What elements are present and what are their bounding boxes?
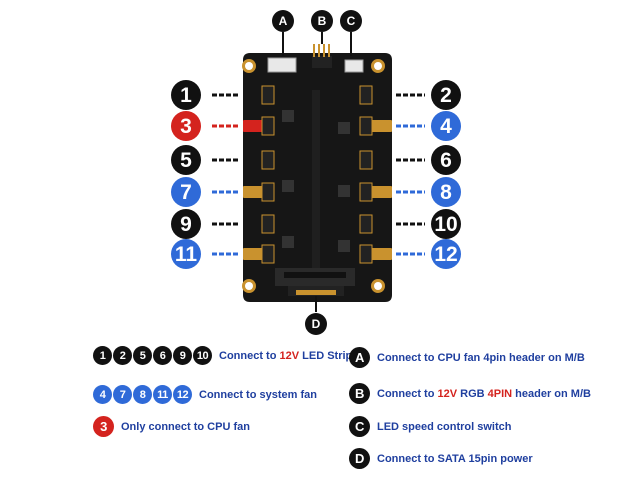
legend-ball: 10 xyxy=(193,346,212,365)
legend-ball: 1 xyxy=(93,346,112,365)
port-label-1: 1 xyxy=(171,80,201,110)
port-label-2: 2 xyxy=(431,80,461,110)
legend-ball: 4 xyxy=(93,385,112,404)
port-right-2 xyxy=(359,85,425,105)
port-left-11 xyxy=(212,244,275,264)
legend-text: Connect to SATA 15pin power xyxy=(377,452,533,465)
port-number-11: 11 xyxy=(175,243,198,266)
connector-marker-d: D xyxy=(305,296,327,335)
port-number-7: 7 xyxy=(180,181,192,204)
port-label-7: 7 xyxy=(171,177,201,207)
port-right-6 xyxy=(359,150,425,170)
legend-right-row-b: B Connect to 12V RGB 4PIN header on M/B xyxy=(349,383,591,404)
port-number-9: 9 xyxy=(180,213,192,236)
legend-right-row-c: C LED speed control switch xyxy=(349,416,511,437)
connector-marker-c: C xyxy=(340,10,362,56)
legend-ball: 5 xyxy=(133,346,152,365)
port-number-8: 8 xyxy=(440,181,452,204)
port-right-8 xyxy=(359,182,425,202)
port-number-2: 2 xyxy=(440,84,452,107)
legend-text: Only connect to CPU fan xyxy=(121,420,250,433)
legend-text: Connect to system fan xyxy=(199,388,317,401)
port-label-10: 10 xyxy=(431,209,461,239)
port-label-3: 3 xyxy=(171,111,201,141)
connector-letter-d: D xyxy=(312,317,321,331)
port-label-11: 11 xyxy=(171,239,201,269)
port-left-3 xyxy=(212,116,275,136)
pcb-board xyxy=(242,44,392,302)
legend-ball: 11 xyxy=(153,385,172,404)
legend-letter: D xyxy=(349,448,370,469)
legend-letter: B xyxy=(349,383,370,404)
legend-letter: C xyxy=(349,416,370,437)
port-label-9: 9 xyxy=(171,209,201,239)
legend-text: Connect to 12V RGB 4PIN header on M/B xyxy=(377,387,591,400)
port-number-12: 12 xyxy=(434,243,457,266)
legend-letter: A xyxy=(349,347,370,368)
port-label-8: 8 xyxy=(431,177,461,207)
connector-b-pins xyxy=(312,56,332,68)
connector-a-housing xyxy=(267,57,297,73)
connector-marker-a: A xyxy=(272,10,294,56)
port-number-3: 3 xyxy=(180,115,192,138)
port-label-6: 6 xyxy=(431,145,461,175)
legend-ball: 12 xyxy=(173,385,192,404)
legend-text: LED speed control switch xyxy=(377,420,512,433)
port-number-1: 1 xyxy=(180,84,192,107)
port-number-10: 10 xyxy=(434,213,457,236)
legend-ball: 8 xyxy=(133,385,152,404)
connector-letter-c: C xyxy=(347,14,356,28)
legend-ball: 2 xyxy=(113,346,132,365)
legend-text: Connect to CPU fan 4pin header on M/B xyxy=(377,351,585,364)
legend-left-row: 3 Only connect to CPU fan xyxy=(93,416,250,437)
legend-ball: 6 xyxy=(153,346,172,365)
port-left-5 xyxy=(212,150,275,170)
connector-c-switch xyxy=(344,59,364,73)
port-label-12: 12 xyxy=(431,239,461,269)
legend-right-row-d: D Connect to SATA 15pin power xyxy=(349,448,533,469)
port-number-5: 5 xyxy=(180,149,192,172)
connector-letter-a: A xyxy=(279,14,288,28)
mount-hole xyxy=(245,62,253,70)
connector-letter-b: B xyxy=(318,14,327,28)
legend-ball: 7 xyxy=(113,385,132,404)
port-right-10 xyxy=(359,214,425,234)
port-number-4: 4 xyxy=(440,115,452,138)
port-right-4 xyxy=(359,116,425,136)
port-right-12 xyxy=(359,244,425,264)
mount-hole xyxy=(374,282,382,290)
port-left-7 xyxy=(212,182,275,202)
port-number-6: 6 xyxy=(440,149,452,172)
mount-hole xyxy=(374,62,382,70)
connector-marker-b: B xyxy=(311,10,333,44)
port-left-9 xyxy=(212,214,275,234)
mount-hole xyxy=(245,282,253,290)
legend-right-row-a: A Connect to CPU fan 4pin header on M/B xyxy=(349,347,585,368)
legend-ball: 3 xyxy=(93,416,114,437)
port-label-4: 4 xyxy=(431,111,461,141)
legend-ball: 9 xyxy=(173,346,192,365)
port-left-1 xyxy=(212,85,275,105)
port-label-5: 5 xyxy=(171,145,201,175)
legend-text: Connect to 12V LED Strip xyxy=(219,349,353,362)
